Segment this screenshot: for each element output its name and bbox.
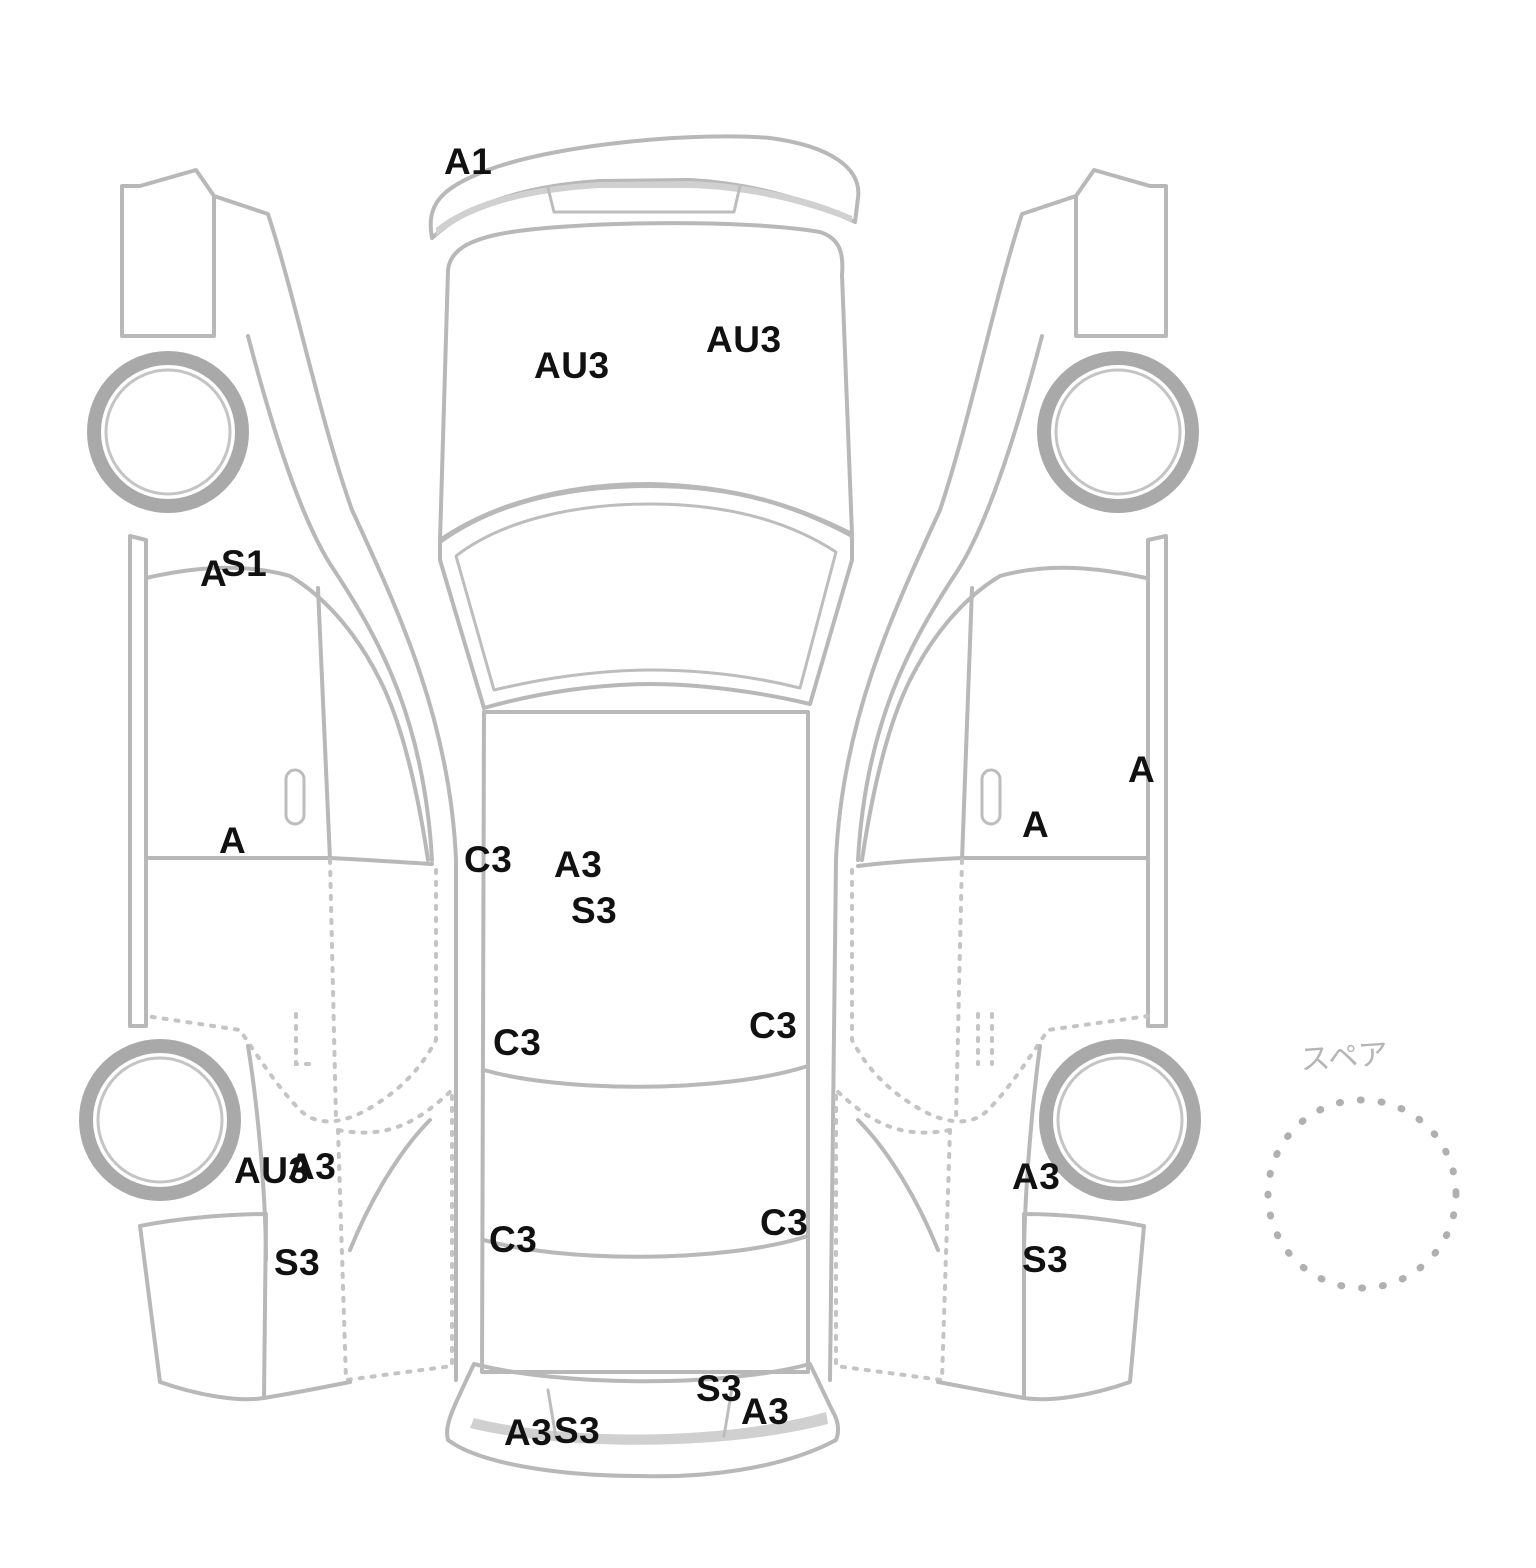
right-front-body xyxy=(828,194,1078,1382)
left-rear-tire-rim xyxy=(96,1056,224,1184)
damage-code-left-rear-fender-a: A3 xyxy=(288,1146,337,1187)
spare-tire-label: スペア xyxy=(1299,1036,1390,1079)
right-front-tire-rim xyxy=(1054,368,1182,496)
damage-code-roof-rear-right: C3 xyxy=(749,1005,798,1046)
damage-code-right-edge: A xyxy=(1128,749,1156,790)
damage-code-right-rear-quarter: S3 xyxy=(1022,1239,1069,1280)
grille xyxy=(546,184,742,214)
left-rear-door-handle-dotted xyxy=(294,1012,316,1066)
windshield-frame xyxy=(438,484,854,710)
damage-code-right-rear-fender: A3 xyxy=(1012,1156,1061,1197)
left-beltline xyxy=(144,856,434,866)
damage-code-roof-pillar-left: C3 xyxy=(464,839,513,880)
right-front-tire xyxy=(1037,351,1199,513)
left-a-pillar xyxy=(246,334,434,862)
rear-bumper-stripe xyxy=(470,1412,828,1445)
damage-code-left-rear-fender-au: AU3 xyxy=(234,1150,310,1191)
rear-window-line xyxy=(482,1064,810,1089)
right-rear-tire-rim xyxy=(1056,1056,1184,1184)
damage-code-left-front-door-mid: A xyxy=(219,820,247,861)
right-front-fender xyxy=(1074,168,1168,338)
right-rear-body xyxy=(856,1044,1042,1400)
left-rear-tire xyxy=(79,1039,241,1201)
damage-code-left-front-door-s: S1 xyxy=(221,543,268,584)
car-right-side-view xyxy=(828,168,1201,1402)
damage-code-rear-bumper-right-s: S3 xyxy=(696,1368,743,1409)
damage-code-trunk-left: C3 xyxy=(489,1219,538,1260)
left-front-body xyxy=(212,194,458,1382)
right-rear-door-handle-dotted xyxy=(976,1012,994,1066)
right-door-handle xyxy=(980,768,1002,826)
car-left-side-view xyxy=(79,168,458,1402)
trunk-line xyxy=(482,1234,810,1259)
spare-tire-icon xyxy=(1264,1096,1460,1292)
left-door-frame xyxy=(128,534,148,1028)
damage-code-roof-a: A3 xyxy=(554,844,603,885)
rear-bumper-detail xyxy=(546,1386,734,1440)
left-rear-bumper xyxy=(138,1212,268,1402)
left-front-tire xyxy=(87,351,249,513)
rear-bumper-outline xyxy=(445,1362,841,1479)
damage-code-hood-right: AU3 xyxy=(706,319,782,360)
damage-code-rear-bumper-right-a: A3 xyxy=(741,1391,790,1432)
car-top-view xyxy=(428,134,861,1479)
front-bumper-outline xyxy=(428,134,861,240)
left-window-top xyxy=(144,565,430,862)
windshield-glass xyxy=(454,502,838,692)
right-a-pillar xyxy=(856,334,1044,862)
left-front-tire-rim xyxy=(104,368,232,496)
roof-outline xyxy=(480,710,810,1374)
left-lower-door-dotted xyxy=(144,858,438,1124)
damage-code-left-front-door-a: A xyxy=(200,553,228,594)
damage-code-right-front-door: A xyxy=(1022,804,1050,845)
damage-code-trunk-right: C3 xyxy=(760,1202,809,1243)
left-front-fender xyxy=(120,168,216,338)
right-lower-door-dotted xyxy=(850,858,1150,1124)
damage-code-front-bumper: A1 xyxy=(444,141,493,182)
damage-code-hood-left: AU3 xyxy=(534,345,610,386)
right-rear-tire xyxy=(1039,1039,1201,1201)
right-beltline xyxy=(856,856,1150,868)
left-rear-body xyxy=(246,1044,432,1400)
right-rear-quarter-dotted xyxy=(834,1085,952,1383)
right-window-top xyxy=(860,565,1148,862)
left-door-split xyxy=(316,586,332,862)
left-rear-quarter-dotted xyxy=(336,1085,454,1383)
damage-code-left-rear-quarter: S3 xyxy=(274,1242,321,1283)
damage-code-rear-bumper-left-a: A3 xyxy=(504,1412,553,1453)
damage-code-roof-rear-left: C3 xyxy=(493,1022,542,1063)
right-door-split xyxy=(960,586,974,862)
hood-outline xyxy=(438,221,854,542)
left-door-handle xyxy=(284,768,306,826)
damage-code-rear-bumper-left-s: S3 xyxy=(554,1410,601,1451)
damage-code-roof-s: S3 xyxy=(571,890,618,931)
right-door-frame xyxy=(1146,534,1168,1028)
